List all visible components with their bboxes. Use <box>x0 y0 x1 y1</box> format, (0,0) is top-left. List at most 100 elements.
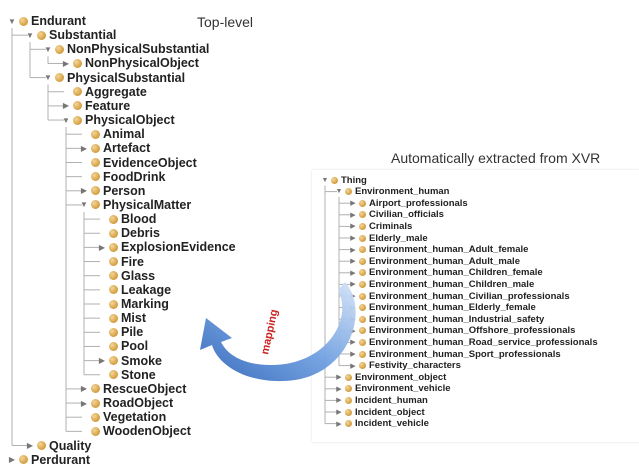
tree-node-environment-human-road-service-professionals[interactable]: ▶Environment_human_Road_service_professi… <box>348 337 597 348</box>
tree-node-evidenceobject[interactable]: EvidenceObject <box>78 156 197 170</box>
collapsed-triangle-icon[interactable]: ▶ <box>8 455 16 465</box>
collapsed-triangle-icon[interactable]: ▶ <box>350 246 356 254</box>
tree-node-debris[interactable]: Debris <box>96 226 160 240</box>
tree-node-mist[interactable]: Mist <box>96 311 146 325</box>
tree-node-endurant[interactable]: ▼ Endurant <box>6 14 86 28</box>
tree-node-physicalobject[interactable]: ▼PhysicalObject <box>60 113 175 127</box>
tree-node-environment-human-industrial-safety[interactable]: ▶Environment_human_Industrial_safety <box>348 314 544 325</box>
tree-node-incident-object[interactable]: ▶Incident_object <box>334 407 424 418</box>
tree-node-vegetation[interactable]: Vegetation <box>78 410 166 424</box>
tree-node-animal[interactable]: Animal <box>78 127 145 141</box>
tree-node-incident-human[interactable]: ▶Incident_human <box>334 395 428 406</box>
collapsed-triangle-icon[interactable]: ▶ <box>336 409 342 416</box>
tree-node-environment-human-children-female[interactable]: ▶Environment_human_Children_female <box>348 267 542 278</box>
collapsed-triangle-icon[interactable]: ▶ <box>350 362 356 370</box>
tree-node-fire[interactable]: Fire <box>96 255 144 269</box>
expanded-triangle-icon[interactable]: ▼ <box>62 115 70 125</box>
tree-node-pool[interactable]: Pool <box>96 339 148 353</box>
collapsed-triangle-icon[interactable]: ▶ <box>80 384 88 394</box>
tree-node-label: Debris <box>121 226 160 241</box>
collapsed-triangle-icon[interactable]: ▶ <box>336 385 342 393</box>
tree-node-civilian-officials[interactable]: ▶Civilian_officials <box>348 209 444 220</box>
collapsed-triangle-icon[interactable]: ▶ <box>336 420 342 428</box>
tree-node-substantial[interactable]: ▼Substantial <box>24 28 116 42</box>
collapsed-triangle-icon[interactable]: ▶ <box>350 316 356 324</box>
collapsed-triangle-icon[interactable]: ▶ <box>80 398 88 408</box>
expanded-triangle-icon[interactable]: ▼ <box>8 16 16 26</box>
collapsed-triangle-icon[interactable]: ▶ <box>26 441 34 450</box>
tree-node-incident-vehicle[interactable]: ▶Incident_vehicle <box>334 418 429 429</box>
tree-node-environment-human-adult-male[interactable]: ▶Environment_human_Adult_male <box>348 256 520 267</box>
tree-node-blood[interactable]: Blood <box>96 212 156 226</box>
tree-node-environment-human-offshore-professionals[interactable]: ▶Environment_human_Offshore_professional… <box>348 325 575 336</box>
collapsed-triangle-icon[interactable]: ▶ <box>350 339 356 347</box>
tree-node-environment-human[interactable]: ▼Environment_human <box>334 186 450 197</box>
tree-node-leakage[interactable]: Leakage <box>96 283 171 297</box>
tree-node-artefact[interactable]: ▶Artefact <box>78 141 150 155</box>
class-dot-icon <box>345 396 352 404</box>
tree-node-rescueobject[interactable]: ▶RescueObject <box>78 382 186 396</box>
expanded-triangle-icon[interactable]: ▼ <box>80 200 88 210</box>
expanded-triangle-icon[interactable]: ▼ <box>335 188 343 196</box>
tree-node-environment-human-civilian-professionals[interactable]: ▶Environment_human_Civilian_professional… <box>348 291 569 302</box>
tree-node-environment-object[interactable]: ▶Environment_object <box>334 372 446 383</box>
collapsed-triangle-icon[interactable]: ▶ <box>350 293 356 300</box>
collapsed-triangle-icon[interactable]: ▶ <box>350 258 356 266</box>
tree-node-environment-human-elderly-female[interactable]: ▶Environment_human_Elderly_female <box>348 302 536 313</box>
collapsed-triangle-icon[interactable]: ▶ <box>336 374 342 382</box>
collapsed-triangle-icon[interactable]: ▶ <box>350 223 356 231</box>
collapsed-triangle-icon[interactable]: ▶ <box>80 186 88 196</box>
tree-node-feature[interactable]: ▶Feature <box>60 99 130 113</box>
expanded-triangle-icon[interactable]: ▼ <box>321 176 329 184</box>
tree-node-nonphysicalobject[interactable]: ▶NonPhysicalObject <box>60 56 199 70</box>
tree-node-explosionevidence[interactable]: ▶ExplosionEvidence <box>96 240 236 254</box>
tree-node-environment-human-children-male[interactable]: ▶Environment_human_Children_male <box>348 279 534 290</box>
expanded-triangle-icon[interactable]: ▼ <box>44 44 52 54</box>
tree-node-airport-professionals[interactable]: ▶Airport_professionals <box>348 198 467 209</box>
tree-node-smoke[interactable]: ▶ Smoke <box>96 354 162 368</box>
tree-node-person[interactable]: ▶Person <box>78 184 145 198</box>
collapsed-triangle-icon[interactable]: ▶ <box>336 397 342 405</box>
tree-node-environment-vehicle[interactable]: ▶Environment_vehicle <box>334 383 450 394</box>
tree-node-physicalmatter[interactable]: ▼PhysicalMatter <box>78 198 191 212</box>
tree-node-pile[interactable]: Pile <box>96 325 143 339</box>
collapsed-triangle-icon[interactable]: ▶ <box>62 101 70 111</box>
expanded-triangle-icon[interactable]: ▼ <box>26 30 34 40</box>
tree-node-label: Endurant <box>31 14 86 28</box>
collapsed-triangle-icon[interactable]: ▶ <box>350 351 356 358</box>
tree-node-label: Smoke <box>121 353 162 368</box>
collapsed-triangle-icon[interactable]: ▶ <box>350 235 356 242</box>
tree-node-aggregate[interactable]: Aggregate <box>60 85 147 99</box>
tree-node-criminals[interactable]: ▶Criminals <box>348 221 412 232</box>
expanded-triangle-icon[interactable]: ▼ <box>44 73 52 83</box>
tree-node-thing[interactable]: ▼Thing <box>320 175 367 186</box>
tree-node-glass[interactable]: Glass <box>96 269 155 283</box>
tree-node-label: PhysicalSubstantial <box>67 70 186 85</box>
tree-node-roadobject[interactable]: ▶RoadObject <box>78 396 173 410</box>
class-dot-icon <box>359 269 366 277</box>
tree-node-elderly-male[interactable]: ▶Elderly_male <box>348 233 427 244</box>
tree-node-woodenobject[interactable]: WoodenObject <box>78 424 191 438</box>
tree-node-marking[interactable]: Marking <box>96 297 169 311</box>
tree-node-environment-human-sport-professionals[interactable]: ▶Environment_human_Sport_professionals <box>348 349 560 360</box>
tree-node-physicalsubstantial[interactable]: ▼ PhysicalSubstantial <box>42 71 185 85</box>
tree-node-perdurant[interactable]: ▶Perdurant <box>6 453 90 467</box>
collapsed-triangle-icon[interactable]: ▶ <box>350 211 356 219</box>
tree-node-fooddrink[interactable]: FoodDrink <box>78 170 166 184</box>
collapsed-triangle-icon[interactable]: ▶ <box>80 143 88 153</box>
tree-node-environment-human-adult-female[interactable]: ▶Environment_human_Adult_female <box>348 244 528 255</box>
collapsed-triangle-icon[interactable]: ▶ <box>98 242 106 252</box>
tree-node-nonphysicalsubstantial[interactable]: ▼NonPhysicalSubstantial <box>42 42 209 56</box>
collapsed-triangle-icon[interactable]: ▶ <box>350 269 356 277</box>
tree-node-stone[interactable]: Stone <box>96 368 156 382</box>
tree-node-quality[interactable]: ▶Quality <box>24 439 91 453</box>
collapsed-triangle-icon[interactable]: ▶ <box>350 281 356 289</box>
collapsed-triangle-icon[interactable]: ▶ <box>350 327 356 335</box>
class-dot-icon <box>91 412 100 422</box>
collapsed-triangle-icon[interactable]: ▶ <box>98 356 106 366</box>
tree-node-festivity-characters[interactable]: ▶Festivity_characters <box>348 360 461 371</box>
collapsed-triangle-icon[interactable]: ▶ <box>62 58 70 68</box>
collapsed-triangle-icon[interactable]: ▶ <box>350 304 356 312</box>
tree-node-label: Vegetation <box>103 410 167 425</box>
collapsed-triangle-icon[interactable]: ▶ <box>350 200 356 208</box>
